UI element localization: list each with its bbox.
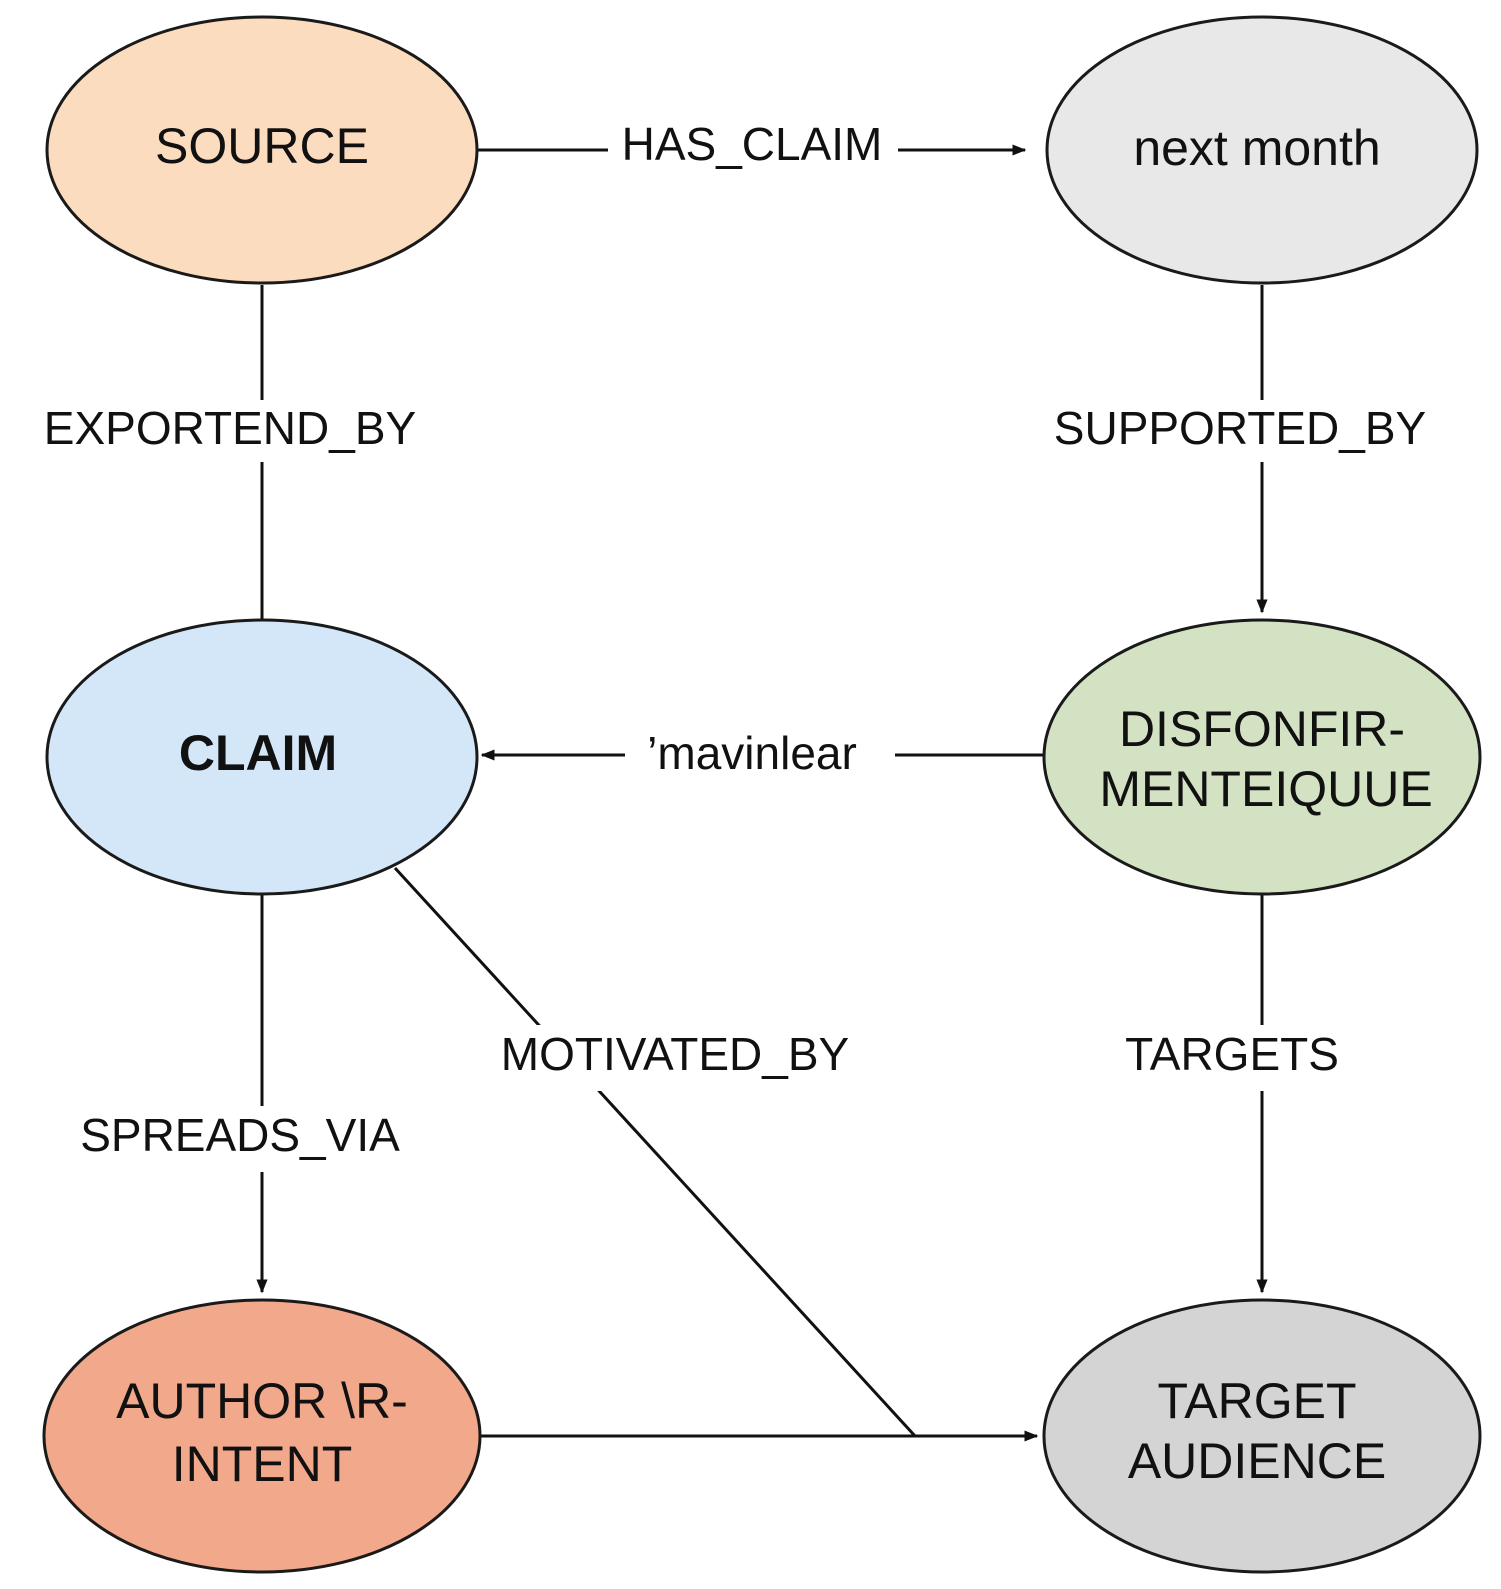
node-target-audience-shape: [1042, 1298, 1482, 1574]
edge-label-motivated-by: MOTIVATED_BY: [501, 1028, 849, 1080]
node-target-audience: TARGET AUDIENCE: [1042, 1298, 1482, 1574]
edge-exportend-by: EXPORTEND_BY: [30, 285, 430, 622]
node-next-month-shape: [1045, 15, 1479, 285]
edge-supported-by: SUPPORTED_BY: [1030, 285, 1440, 614]
node-next-month-label: next month: [1133, 120, 1380, 176]
edge-label-spreads-via: SPREADS_VIA: [80, 1109, 400, 1161]
node-claim-shape: [45, 618, 479, 896]
node-author-intent-shape: [42, 1298, 482, 1574]
node-disconfirm-label-line-2: MENTEIQUUE: [1099, 761, 1432, 817]
node-disconfirm-label-line-1: DISFONFIR-: [1119, 701, 1405, 757]
node-disconfirm: DISFONFIR- MENTEIQUUE: [1042, 618, 1482, 896]
node-author-intent-label-line-2: INTENT: [172, 1436, 353, 1492]
edge-label-mavinlear: ’mavinlear: [647, 727, 857, 779]
node-source-shape: [45, 15, 479, 285]
node-author-intent-label-line-1: AUTHOR \R-: [116, 1373, 408, 1429]
node-claim: CLAIM: [45, 618, 479, 896]
node-source: SOURCE: [45, 15, 479, 285]
edge-label-supported-by: SUPPORTED_BY: [1054, 402, 1426, 454]
node-author-intent: AUTHOR \R- INTENT: [42, 1298, 482, 1574]
node-source-label: SOURCE: [155, 118, 369, 174]
node-next-month: next month: [1045, 15, 1479, 285]
edge-label-targets: TARGETS: [1125, 1028, 1339, 1080]
node-target-audience-label-line-2: AUDIENCE: [1128, 1433, 1386, 1489]
edge-targets: TARGETS: [1100, 893, 1350, 1294]
edge-motivated-by: MOTIVATED_BY: [393, 866, 917, 1438]
node-target-audience-label-line-1: TARGET: [1157, 1373, 1356, 1429]
edge-has-claim: HAS_CLAIM: [473, 118, 1027, 180]
edge-label-exportend-by: EXPORTEND_BY: [44, 402, 416, 454]
edge-spreads-via: SPREADS_VIA: [70, 893, 410, 1294]
node-claim-label: CLAIM: [179, 725, 337, 781]
edge-label-has-claim: HAS_CLAIM: [622, 118, 883, 170]
edge-mavinlear: ’mavinlear: [480, 725, 1045, 787]
node-disconfirm-shape: [1042, 618, 1482, 896]
